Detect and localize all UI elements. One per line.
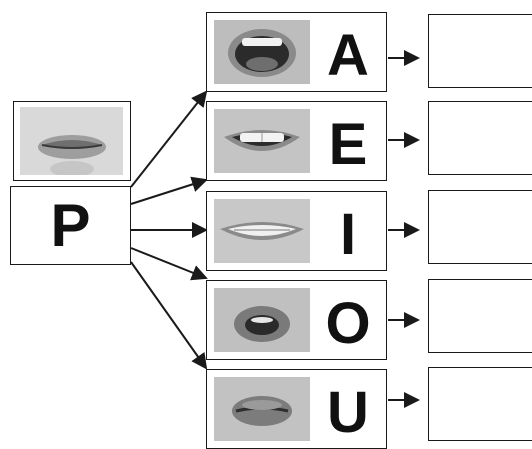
answer-box-a[interactable]	[428, 14, 532, 88]
smiling-mouth-teeth-photo-icon	[214, 109, 310, 173]
answer-box-i[interactable]	[428, 190, 532, 264]
source-mouth-photo-box	[13, 101, 131, 181]
vowel-letter-i: I	[339, 202, 357, 267]
vowel-letter-a: A	[327, 23, 369, 88]
answer-box-o[interactable]	[428, 279, 532, 353]
source-letter-box: P	[10, 186, 131, 265]
vowel-letter-o: O	[325, 291, 371, 356]
answer-box-e[interactable]	[428, 101, 532, 175]
source-letter: P	[50, 192, 91, 259]
pursed-lips-photo-icon	[214, 377, 310, 441]
line-p-to-a	[130, 90, 208, 188]
line-p-to-e	[130, 176, 208, 205]
rounded-open-mouth-photo-icon	[214, 288, 310, 352]
vowel-box-i: I	[206, 191, 387, 271]
wide-smile-teeth-photo-icon	[214, 199, 310, 263]
line-p-to-o	[130, 247, 208, 281]
closed-lips-mouth-photo-icon	[20, 107, 123, 177]
line-p-to-u	[130, 261, 208, 370]
vowel-box-o: O	[206, 280, 387, 360]
vowel-letter-e: E	[328, 112, 368, 177]
vowel-box-u: U	[206, 369, 387, 449]
vowel-box-e: E	[206, 101, 387, 181]
answer-box-u[interactable]	[428, 367, 532, 441]
wide-open-mouth-photo-icon	[214, 20, 310, 84]
vowel-box-a: A	[206, 12, 387, 92]
vowel-letter-u: U	[327, 380, 369, 445]
